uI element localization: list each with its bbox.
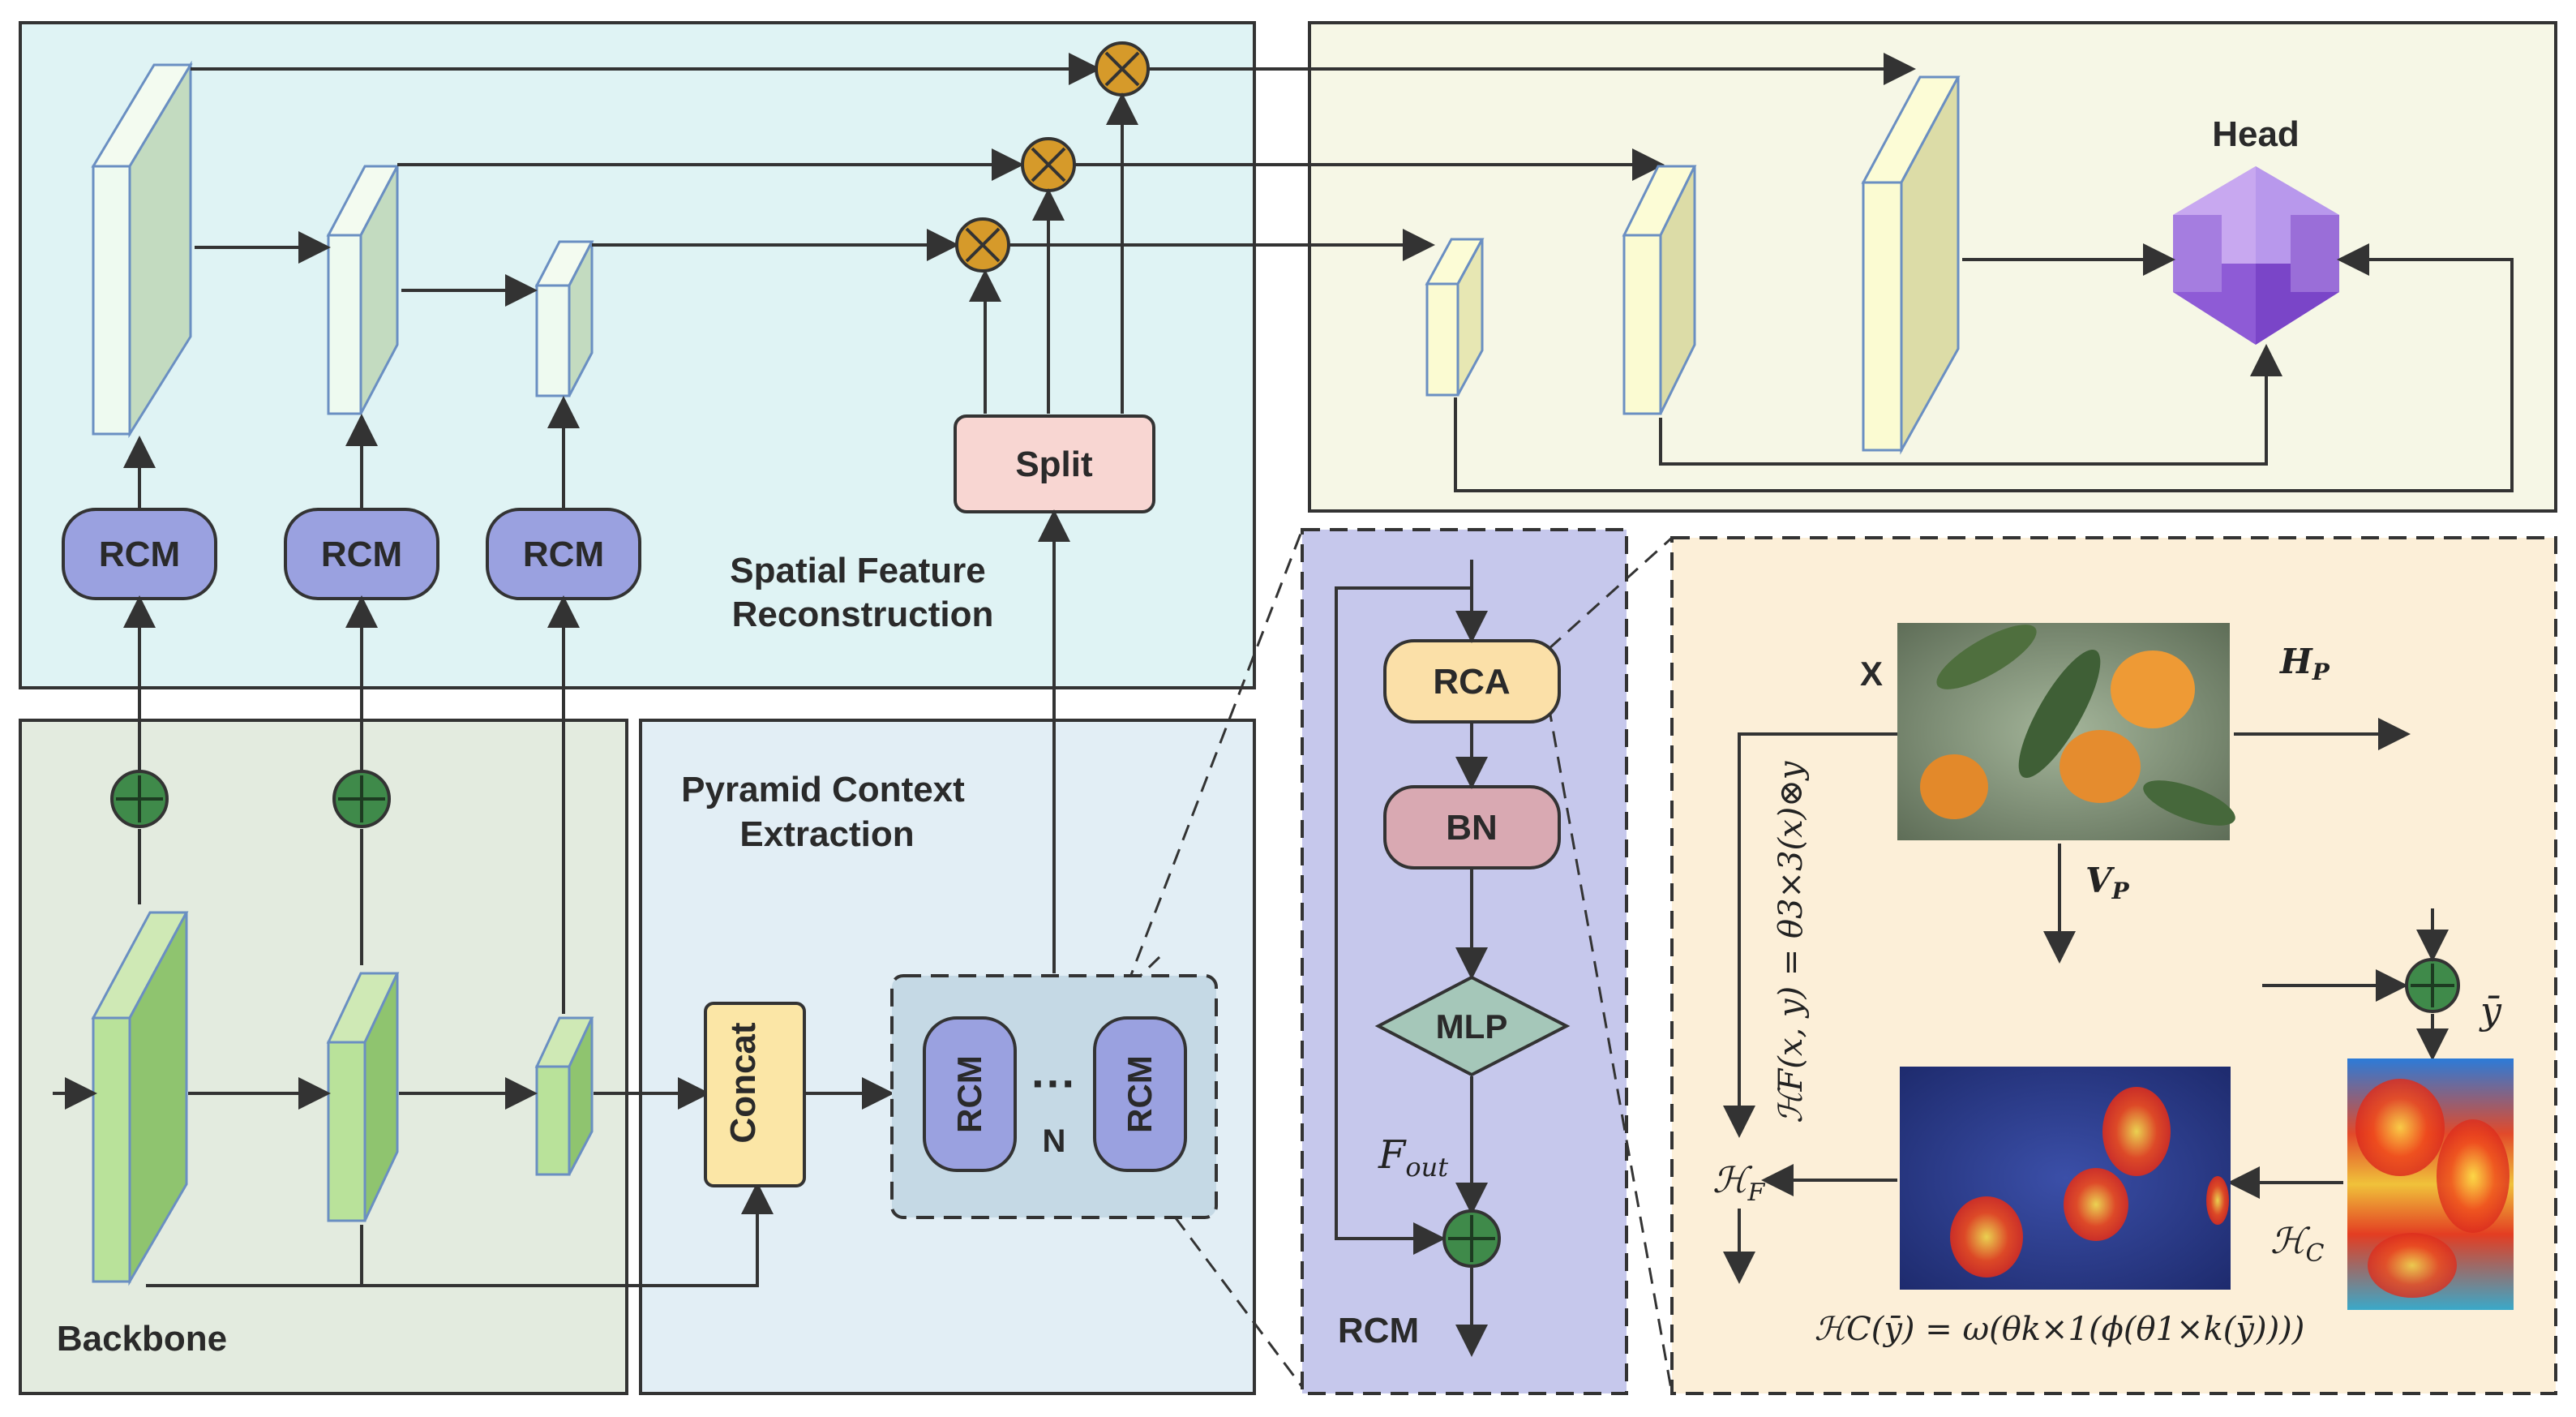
mlp-label: MLP xyxy=(1436,1007,1508,1046)
x-label: X xyxy=(1860,655,1883,693)
input-image xyxy=(1897,623,2235,840)
h-p-label: HP xyxy=(2279,642,2330,685)
head-map-medium xyxy=(1622,165,1697,415)
spatial-title-2: Reconstruction xyxy=(732,595,994,634)
head-icon xyxy=(2173,166,2339,345)
pyramid-title-1: Pyramid Context xyxy=(681,770,965,809)
rcm-stack-label-2: RCM xyxy=(1121,1055,1159,1133)
y-bar-label: ȳ xyxy=(2479,989,2502,1033)
heatmap-column xyxy=(2347,1058,2514,1310)
rcm-stack-block-1: RCM xyxy=(923,1016,1017,1172)
head-map-small xyxy=(1425,238,1485,397)
add-node-2 xyxy=(332,770,391,828)
concat-label: Concat xyxy=(723,1022,763,1143)
formula-hc: ℋC(ȳ) = ω(θk×1(ϕ(θ1×k(ȳ)))) xyxy=(1815,1311,2305,1348)
feature-map-large xyxy=(91,60,193,439)
v-p-label: VP xyxy=(2085,861,2130,904)
rca-label: RCA xyxy=(1433,662,1510,702)
rcm-stack-label-1: RCM xyxy=(950,1055,988,1133)
mlp-block: MLP xyxy=(1374,975,1571,1077)
rcm-block-3: RCM xyxy=(486,508,641,600)
concat-block: Concat xyxy=(704,1002,806,1187)
head-label: Head xyxy=(2212,114,2300,154)
formula-hf: ℋF(x, y) = θ3×3(x)⊗y xyxy=(1772,760,1810,1123)
head-map-large xyxy=(1861,75,1961,455)
pyramid-title-2: Extraction xyxy=(739,814,914,854)
backbone-title: Backbone xyxy=(57,1319,227,1359)
y-bar-add-node xyxy=(2405,958,2460,1013)
n-label: N xyxy=(1043,1123,1066,1159)
multiply-node-3 xyxy=(955,217,1010,273)
rcm-label-2: RCM xyxy=(321,535,402,574)
rcm-label-3: RCM xyxy=(523,535,604,574)
rcm-label-1: RCM xyxy=(99,535,180,574)
rcm-panel-title: RCM xyxy=(1338,1311,1419,1350)
backbone-map-large xyxy=(91,911,189,1286)
h-c-label: ℋC xyxy=(2270,1221,2324,1268)
rca-block: RCA xyxy=(1383,639,1561,724)
bn-block: BN xyxy=(1383,785,1561,870)
ellipsis: ··· xyxy=(1031,1058,1077,1109)
bn-label: BN xyxy=(1446,808,1498,848)
backbone-map-medium xyxy=(326,972,400,1222)
multiply-node-2 xyxy=(1021,137,1076,192)
multiply-node-1 xyxy=(1095,41,1150,97)
attention-image xyxy=(1900,1067,2231,1290)
backbone-map-small xyxy=(534,1016,594,1176)
split-label: Split xyxy=(1015,444,1093,484)
rcm-add-node xyxy=(1442,1209,1501,1268)
add-node-1 xyxy=(110,770,169,828)
spatial-title-1: Spatial Feature xyxy=(730,551,985,590)
rcm-stack-block-2: RCM xyxy=(1093,1016,1187,1172)
rcm-block-2: RCM xyxy=(284,508,439,600)
rcm-block-1: RCM xyxy=(62,508,217,600)
h-f-label: ℋF xyxy=(1712,1160,1765,1207)
f-out-label: Fout xyxy=(1378,1132,1448,1183)
